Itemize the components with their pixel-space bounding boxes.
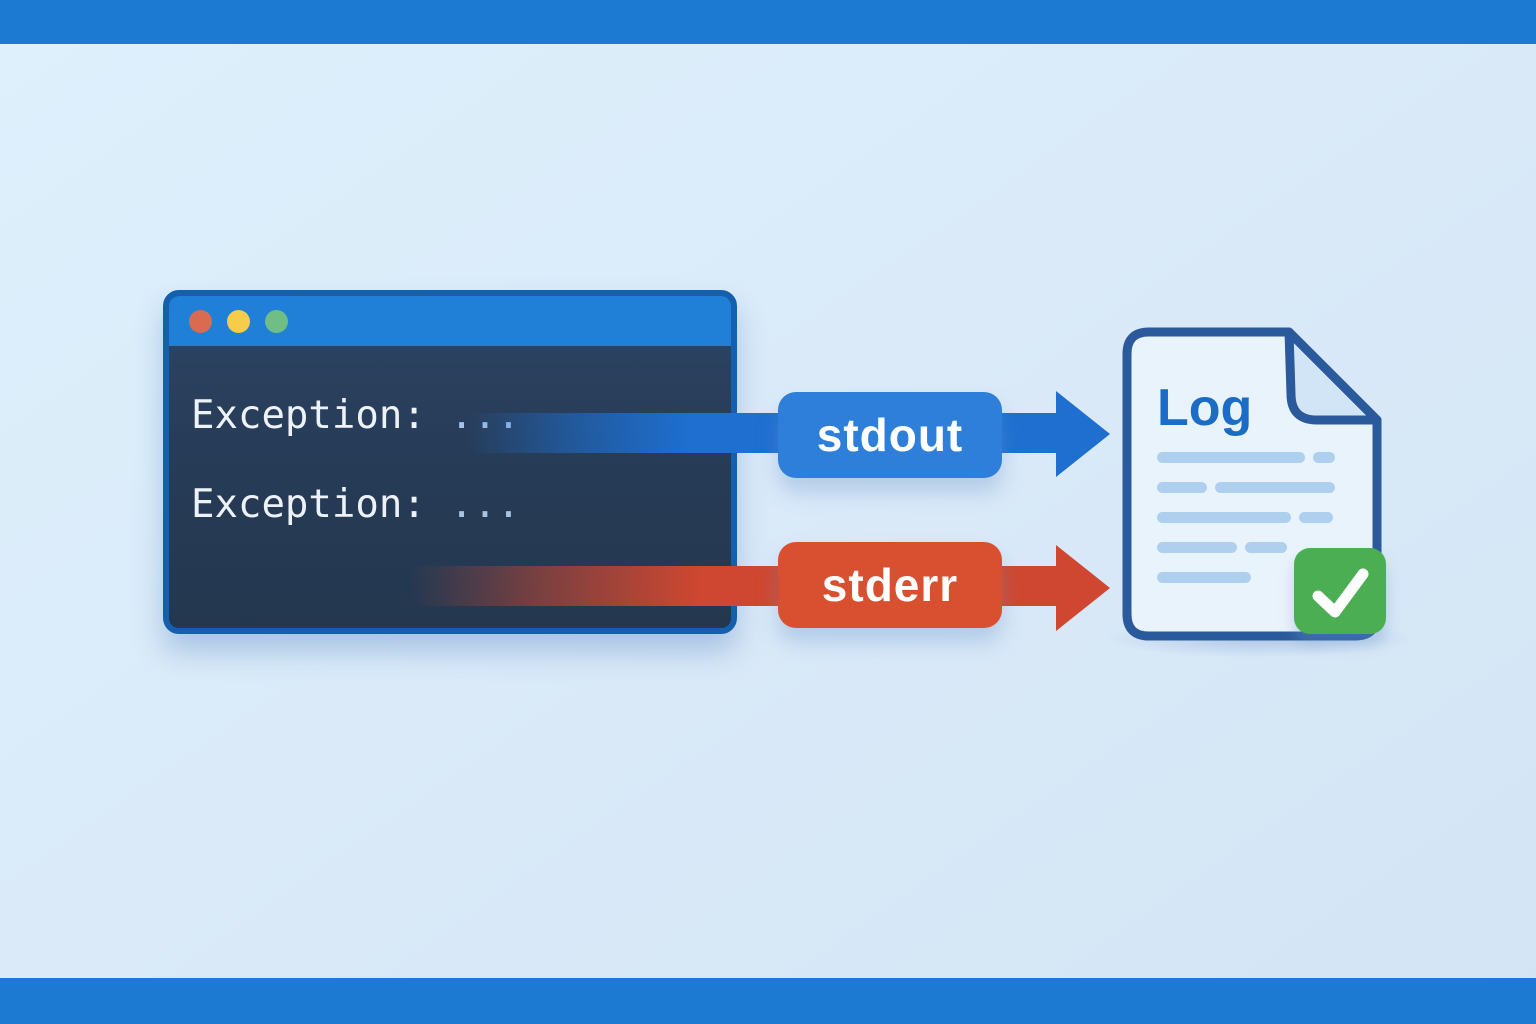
- stdout-arrowhead-icon: [1056, 391, 1110, 477]
- ellipsis-text: ...: [449, 482, 521, 527]
- log-text-line: [1157, 512, 1357, 523]
- log-text-line: [1157, 482, 1357, 493]
- stdout-label: stdout: [778, 392, 1002, 478]
- terminal-output-line: Exception:...: [191, 483, 520, 527]
- log-file-text-lines: [1157, 452, 1357, 602]
- exception-text: Exception:: [191, 482, 426, 527]
- log-text-line: [1157, 452, 1357, 463]
- checkmark-icon: [1312, 568, 1369, 618]
- success-check-badge: [1294, 548, 1386, 634]
- log-text-line: [1157, 572, 1357, 583]
- terminal-body: Exception:... Exception:...: [169, 346, 731, 628]
- exception-text: Exception:: [191, 393, 426, 438]
- minimize-dot-icon: [227, 309, 250, 333]
- close-dot-icon: [189, 309, 212, 333]
- stderr-label: stderr: [778, 542, 1002, 628]
- log-file-title: Log: [1157, 379, 1253, 437]
- bottom-border-bar: [0, 978, 1536, 1024]
- terminal-window: Exception:... Exception:...: [163, 290, 737, 634]
- log-text-line: [1157, 542, 1357, 553]
- terminal-titlebar: [169, 296, 731, 346]
- top-border-bar: [0, 0, 1536, 44]
- document-fold-corner: [1284, 327, 1382, 425]
- stderr-arrowhead-icon: [1056, 545, 1110, 631]
- zoom-dot-icon: [265, 309, 288, 333]
